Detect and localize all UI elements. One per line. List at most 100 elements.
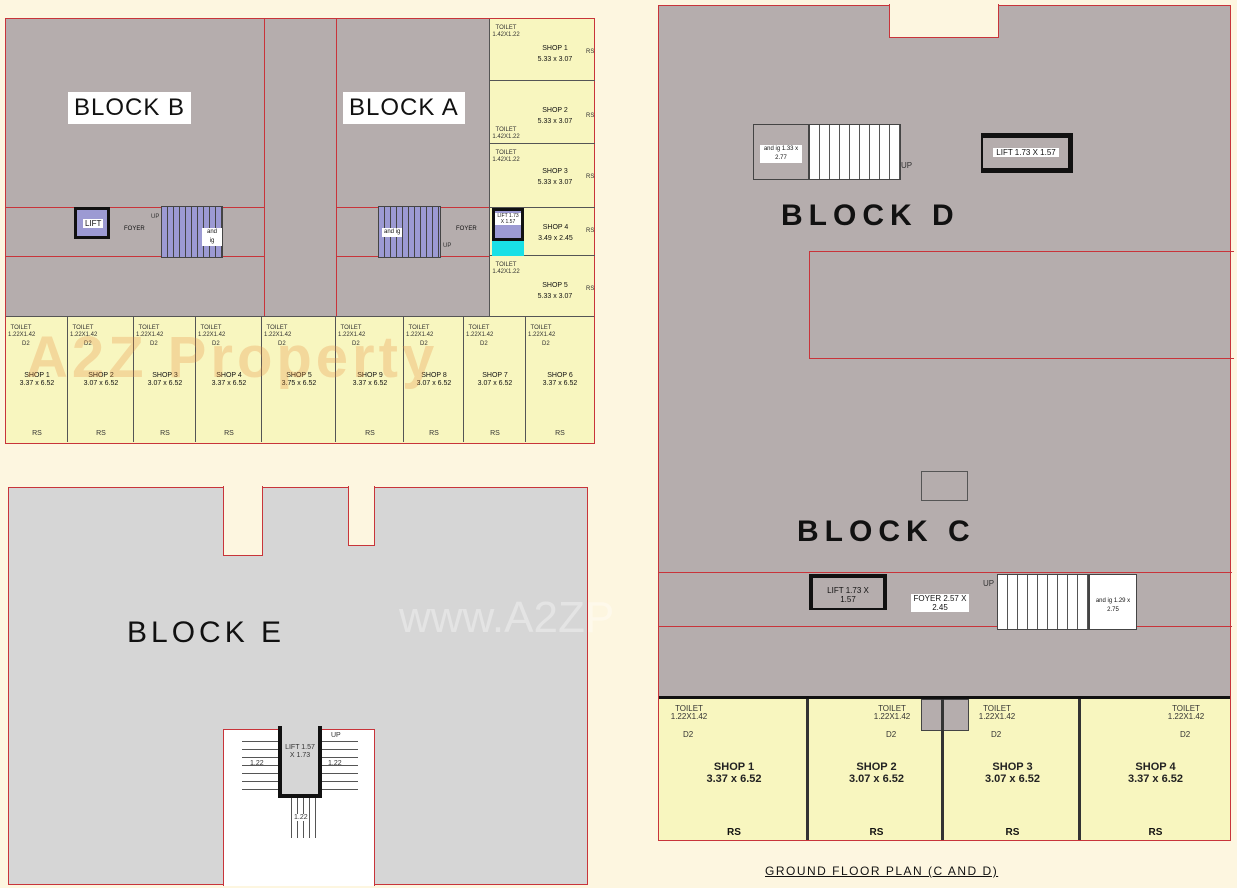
toilet-label: TOILET 1.22X1.42 (8, 325, 36, 338)
shop-size: 3.07 x 6.52 (984, 773, 1041, 785)
rs-label: RS (32, 430, 42, 437)
rs-label: RS (586, 228, 595, 234)
width-label: 1.22 (328, 760, 342, 767)
wall-line (6, 207, 264, 208)
shop-name: SHOP 1 (24, 372, 50, 379)
width-label: 1.22 (250, 760, 264, 767)
duct-label: and ig (202, 228, 222, 246)
duct-c: and ig 1.29 x 2.75 (1089, 574, 1137, 630)
door-label: D2 (1180, 730, 1191, 739)
wall-line (6, 256, 264, 257)
shop-size: 3.37 x 6.52 (352, 380, 388, 387)
door-label: D2 (352, 341, 360, 347)
shop-size: 3.07 x 6.52 (83, 380, 119, 387)
rs-label: RS (586, 174, 595, 180)
shop-size: 3.37 x 6.52 (706, 773, 762, 785)
block-c-label: BLOCK C (797, 515, 976, 548)
plan-title: GROUND FLOOR PLAN (C AND D) (765, 864, 999, 878)
notch (809, 251, 1234, 359)
stair-d (809, 124, 901, 180)
duct-d: and ig 1.33 x 2.77 (753, 124, 809, 180)
up-label: UP (983, 579, 995, 588)
rs-label: RS (96, 430, 106, 437)
rs-label: RS (555, 430, 565, 437)
lift-label: LIFT 1.73 X 1.57 (495, 213, 521, 225)
shop-name: SHOP 2 (542, 107, 568, 114)
toilet-label: TOILET 1.22X1.42 (670, 704, 708, 721)
width-label: 1.22 (294, 814, 308, 821)
toilet-label: TOILET 1.22X1.42 (338, 325, 366, 338)
shop-size: 3.49 x 2.45 (538, 235, 573, 242)
duct-label: and ig 1.29 x 2.75 (1092, 597, 1134, 615)
up-label: UP (901, 161, 913, 170)
rs-label: RS (586, 49, 595, 55)
door-label: D2 (420, 341, 428, 347)
stair-b: and ig (161, 206, 223, 258)
toilet-label: TOILET 1.22X1.42 (978, 704, 1016, 721)
shop-name: SHOP 3 (152, 372, 178, 379)
stair-core-e: LIFT 1.57 X 1.73 1.22 1.22 UP 1.22 (223, 726, 375, 886)
shop-name: SHOP 2 (856, 761, 897, 773)
lift-a: LIFT 1.73 X 1.57 (492, 208, 524, 241)
shop-name: SHOP 5 (542, 282, 568, 289)
door-label: D2 (212, 341, 220, 347)
shop-name: SHOP 9 (357, 372, 383, 379)
up-label: UP (151, 214, 160, 220)
shop-name: SHOP 3 (992, 761, 1033, 773)
shop-size: 3.07 x 6.52 (477, 380, 513, 387)
door-label: D2 (991, 730, 1002, 739)
plan-blocks-c-d: and ig 1.33 x 2.77 UP LIFT 1.73 X 1.57 B… (658, 4, 1234, 841)
door-label: D2 (22, 341, 30, 347)
rs-label: RS (224, 430, 234, 437)
plan-blocks-a-b: BLOCK B BLOCK A LIFT FOYER and ig UP and… (5, 18, 595, 444)
toilet-label: TOILET 1.22X1.42 (873, 704, 911, 721)
corridor-wall (264, 19, 265, 316)
lift-label: LIFT 1.73 X 1.57 (817, 586, 879, 604)
door-label: D2 (683, 730, 694, 739)
lift-label: LIFT 1.57 X 1.73 (285, 744, 315, 759)
shop-size: 3.37 x 6.52 (1127, 773, 1184, 785)
door-label: D2 (84, 341, 92, 347)
door-label: D2 (278, 341, 286, 347)
watermark: www.A2ZP (399, 593, 615, 642)
block-e-label: BLOCK E (127, 616, 286, 649)
shop-size: 3.07 x 6.52 (848, 773, 905, 785)
toilet-label: TOILET 1.22X1.42 (406, 325, 434, 338)
toilet-label: TOILET 1.22X1.42 (264, 325, 292, 338)
notch (889, 4, 999, 38)
toilet-label: TOILET 1.22X1.42 (198, 325, 226, 338)
duct (492, 241, 524, 256)
shop-name: SHOP 1 (713, 761, 755, 773)
shop-size: 3.07 x 6.52 (416, 380, 452, 387)
shop-size: 3.37 x 6.52 (211, 380, 247, 387)
shop-name: SHOP 8 (421, 372, 447, 379)
toilet-label: TOILET 1.42X1.22 (492, 127, 520, 140)
lift-d: LIFT 1.73 X 1.57 (981, 133, 1073, 173)
shop-name: SHOP 7 (482, 372, 508, 379)
shop-name: SHOP 4 (216, 372, 242, 379)
